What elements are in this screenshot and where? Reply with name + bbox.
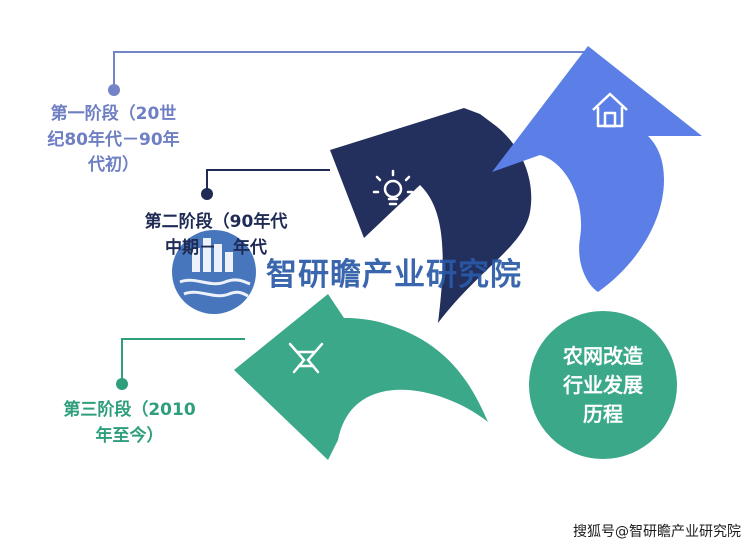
watermark-text: 智研瞻产业研究院 — [266, 257, 522, 293]
lightbulb-icon — [372, 169, 414, 206]
stage2-label: 第二阶段（90年代 中期－ 年代 — [126, 210, 306, 261]
stage1-label: 第一阶段（20世 纪80年代－90年 代初） — [46, 102, 181, 179]
stage3-arrow — [234, 294, 488, 460]
center-circle — [529, 311, 677, 459]
stage2-connector — [206, 169, 330, 194]
stage3-label: 第三阶段（2010 年至今） — [42, 398, 217, 449]
stage3-label-line2: 年至今） — [95, 425, 164, 446]
stage2-dot — [201, 188, 213, 200]
stage2-label-line1: 第二阶段（90年代 — [144, 212, 288, 232]
stage1-label-line3: 代初） — [88, 155, 139, 175]
house-icon — [592, 92, 628, 128]
stage1-label-line2: 纪80年代－90年 — [47, 129, 180, 150]
stage1-label-line1: 第一阶段（20世 — [50, 104, 177, 124]
stage1-arrow — [492, 46, 702, 292]
stage3-connector — [121, 338, 245, 384]
stage3-label-line1: 第三阶段（2010 — [63, 400, 196, 420]
stage2-label-line2: 中期－ 年代 — [165, 237, 267, 258]
stage1-dot — [108, 84, 120, 96]
watermark-logo — [172, 230, 256, 314]
footer-credit: 搜狐号@智研瞻产业研究院 — [573, 524, 741, 540]
center-title-line1: 农网改造 — [563, 344, 643, 368]
handshake-icon — [288, 342, 324, 374]
center-title: 农网改造 行业发展 历程 — [548, 342, 658, 429]
stage1-connector — [113, 51, 590, 90]
center-title-line2: 行业发展 — [563, 373, 643, 397]
stage2-arrow — [330, 108, 532, 323]
stage3-dot — [116, 378, 128, 390]
center-title-line3: 历程 — [583, 402, 623, 426]
